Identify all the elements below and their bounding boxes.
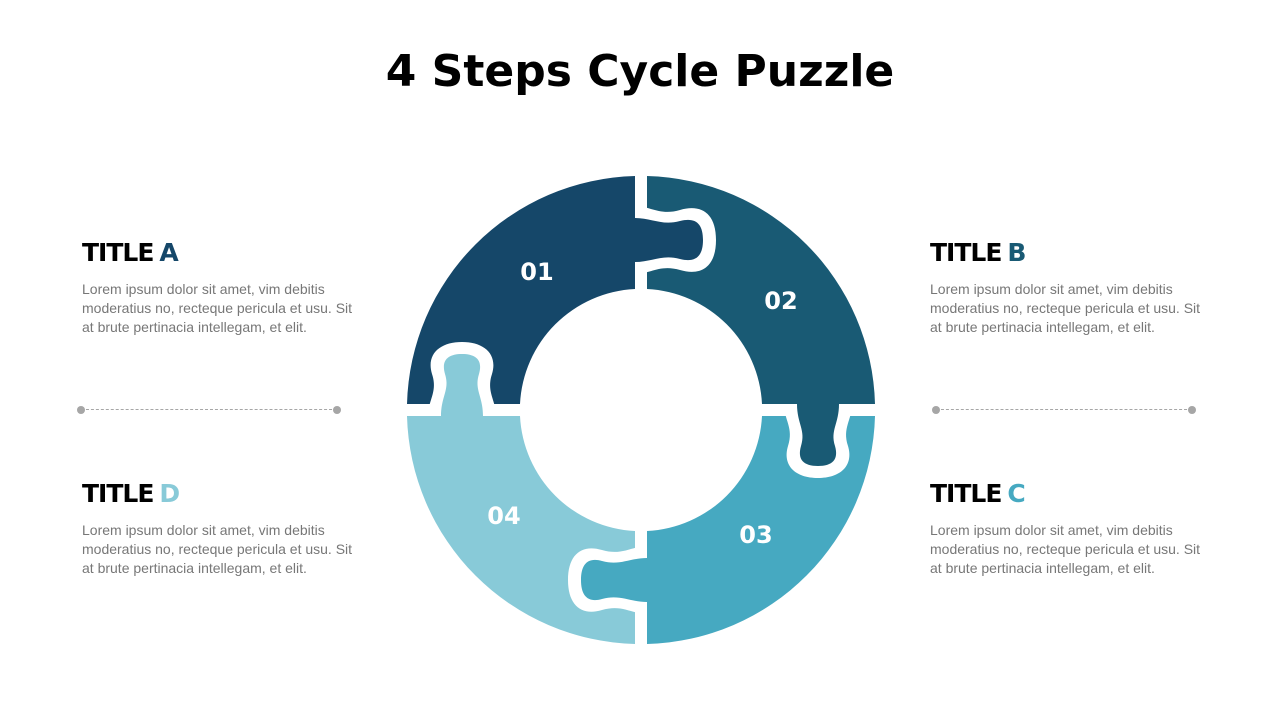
divider-dot-icon — [333, 406, 341, 414]
step-a-title-letter: A — [159, 238, 178, 267]
puzzle-tab-01-02 — [635, 176, 716, 289]
page-title: 4 Steps Cycle Puzzle — [385, 46, 895, 97]
step-c-title-prefix: TITLE — [930, 479, 1002, 508]
step-c-description: Lorem ipsum dolor sit amet, vim debitis … — [930, 522, 1201, 576]
divider-dot-icon — [1188, 406, 1196, 414]
step-b-title-letter: B — [1007, 238, 1026, 267]
step-c-title-letter: C — [1007, 479, 1025, 508]
step-d-title-prefix: TITLE — [82, 479, 154, 508]
step-01-number: 01 — [520, 258, 554, 286]
step-b-title-prefix: TITLE — [930, 238, 1002, 267]
step-b-description: Lorem ipsum dolor sit amet, vim debitis … — [930, 281, 1201, 335]
step-d-description: Lorem ipsum dolor sit amet, vim debitis … — [82, 522, 353, 576]
puzzle-tab-02-03 — [762, 404, 875, 478]
puzzle-tab-03-04 — [568, 531, 647, 644]
divider-dot-icon — [77, 406, 85, 414]
step-a-description: Lorem ipsum dolor sit amet, vim debitis … — [82, 281, 353, 335]
step-04-number: 04 — [487, 502, 521, 530]
left-divider — [77, 405, 341, 415]
step-d-title-letter: D — [159, 479, 180, 508]
divider-dot-icon — [932, 406, 940, 414]
step-a-title-prefix: TITLE — [82, 238, 154, 267]
divider-dashed-line — [936, 409, 1192, 410]
step-02-number: 02 — [764, 287, 798, 315]
divider-dashed-line — [81, 409, 337, 410]
right-divider — [932, 405, 1196, 415]
puzzle-tab-04-01 — [407, 342, 520, 416]
step-03-number: 03 — [739, 521, 773, 549]
